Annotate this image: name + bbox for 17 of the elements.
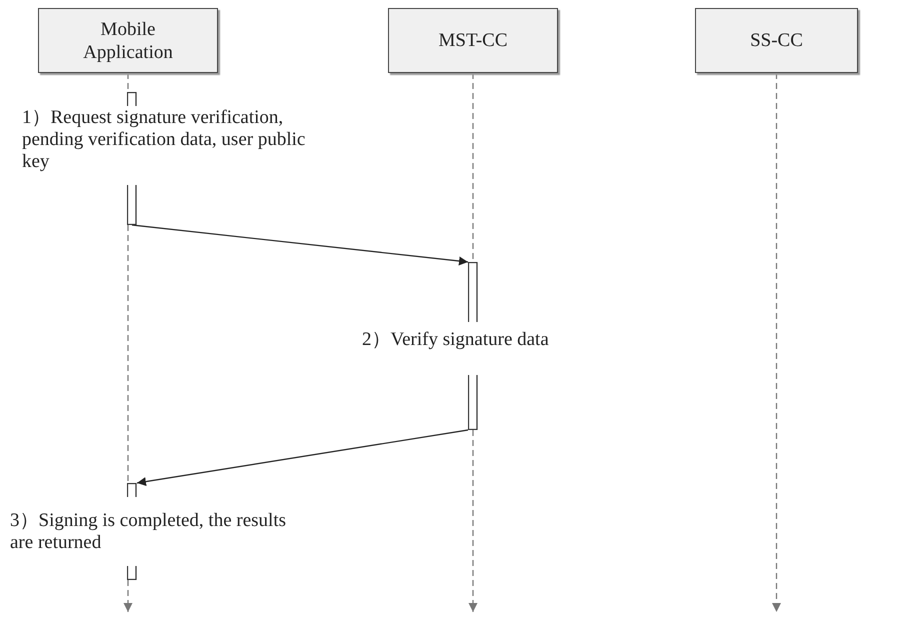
message-label: 1）Request signature verification, pending verification data, user public key <box>22 107 306 173</box>
activation-bar <box>468 262 478 322</box>
activation-bar <box>127 483 137 497</box>
activation-bar <box>468 375 478 430</box>
lifeline <box>772 73 781 612</box>
activation-bar <box>127 92 137 106</box>
activation-bar <box>127 566 137 580</box>
activation-bar <box>127 185 137 225</box>
participant-box: MST-CC <box>388 8 558 73</box>
message-arrow <box>136 429 468 486</box>
message-arrow <box>132 224 468 266</box>
message-label: 2）Verify signature data <box>362 329 549 351</box>
participant-box: SS-CC <box>695 8 858 73</box>
participant-box: Mobile Application <box>38 8 218 73</box>
lifeline <box>124 72 132 613</box>
lifeline <box>468 72 478 613</box>
message-label: 3）Signing is completed, the results are returned <box>10 510 288 554</box>
